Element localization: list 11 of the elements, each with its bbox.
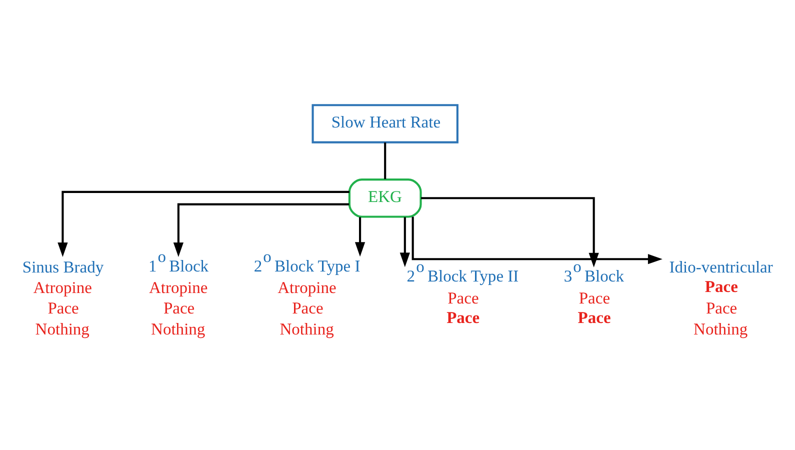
node-box: EKG (348, 178, 422, 218)
arrow (58, 190, 350, 257)
arrow (400, 217, 410, 268)
arrow (412, 216, 662, 264)
node-box: Slow Heart Rate (312, 104, 458, 144)
arrow (354, 217, 366, 257)
connector (384, 142, 386, 180)
node-text: Idio-ventricular Pace Pace Nothing (669, 257, 773, 338)
arrow (421, 197, 599, 268)
arrow (173, 203, 350, 257)
node-text: Sinus Brady Atropine Pace Nothing (22, 257, 104, 338)
